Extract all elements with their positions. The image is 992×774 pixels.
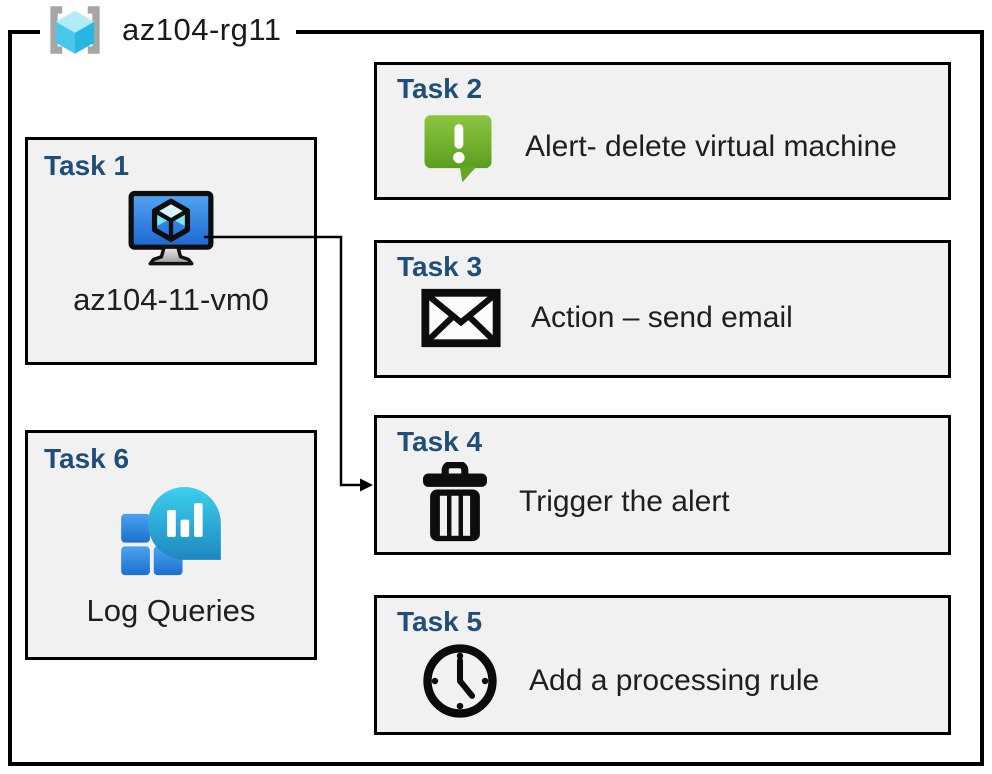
task-6-title: Task 6 xyxy=(44,443,130,474)
task-3-title: Task 3 xyxy=(397,251,483,282)
task-2-label: Alert- delete virtual machine xyxy=(525,130,897,163)
task-card-6: Task 6 Log Queries xyxy=(25,430,317,660)
task-4-label: Trigger the alert xyxy=(519,485,730,518)
trash-icon xyxy=(421,462,489,542)
resource-group-header: az104-rg11 xyxy=(40,2,296,58)
log-analytics-icon xyxy=(121,487,221,579)
task-card-3: Task 3 Action – send email xyxy=(374,240,951,378)
task-card-2: Task 2 Alert- delete virtual machine xyxy=(374,62,951,200)
task-4-title: Task 4 xyxy=(397,426,483,457)
task-6-label: Log Queries xyxy=(86,593,256,628)
task-5-label: Add a processing rule xyxy=(529,664,820,697)
virtual-machine-icon xyxy=(127,190,215,268)
task-3-label: Action – send email xyxy=(531,301,793,334)
task-2-title: Task 2 xyxy=(397,73,483,104)
alert-message-icon xyxy=(421,109,495,185)
task-1-title: Task 1 xyxy=(44,150,130,181)
clock-icon xyxy=(421,642,499,720)
task-card-5: Task 5 Add a processing rule xyxy=(374,595,951,735)
email-envelope-icon xyxy=(421,287,501,349)
resource-group-name: az104-rg11 xyxy=(122,12,282,47)
resource-group-icon xyxy=(44,4,106,56)
task-1-label: az104-11-vm0 xyxy=(73,282,269,317)
task-card-4: Task 4 Trigger the alert xyxy=(374,415,951,555)
task-5-title: Task 5 xyxy=(397,606,483,637)
task-card-1: Task 1 az104-11-vm0 xyxy=(25,137,317,365)
